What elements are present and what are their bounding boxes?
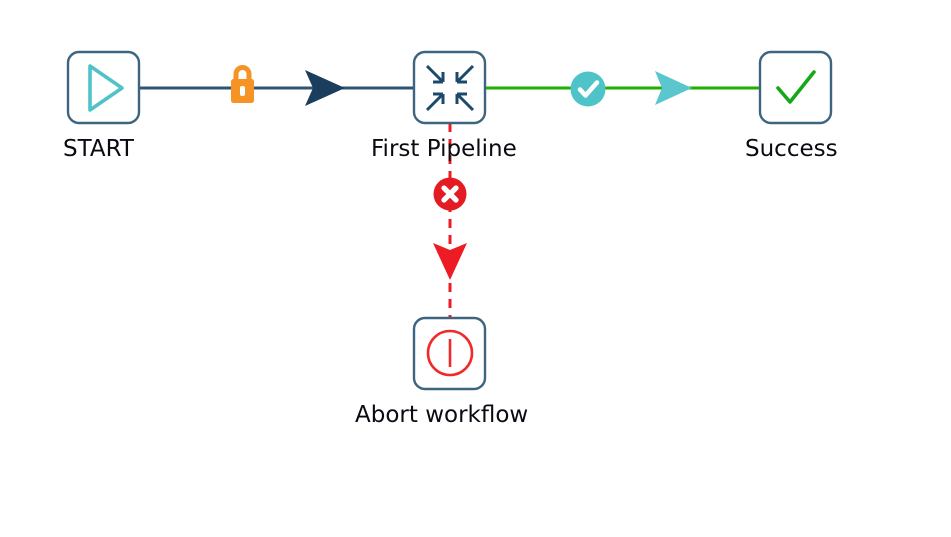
node-first-pipeline[interactable] — [412, 50, 487, 125]
error-circle-x-icon[interactable] — [433, 177, 467, 211]
edge-pipeline-to-success[interactable] — [485, 71, 760, 105]
node-label-first-pipeline: First Pipeline — [371, 136, 517, 162]
node-success-box — [758, 50, 833, 125]
check-glyph — [577, 80, 600, 98]
node-label-abort-workflow: Abort workflow — [355, 402, 529, 428]
edge-start-to-pipeline[interactable] — [139, 70, 414, 106]
arrow-head-down-icon — [433, 243, 467, 280]
lock-keyhole — [240, 86, 245, 96]
edge-pipeline-to-abort[interactable] — [433, 123, 467, 318]
play-triangle-icon — [88, 64, 124, 112]
compress-arrows-icon — [425, 64, 475, 112]
arrow-head-right-icon — [305, 70, 345, 106]
check-mark-icon — [776, 70, 816, 104]
check-circle-icon[interactable] — [570, 71, 606, 107]
node-label-success: Success — [745, 136, 838, 162]
lock-icon[interactable] — [231, 65, 254, 104]
node-start[interactable] — [66, 50, 141, 125]
node-start-box — [66, 50, 141, 125]
node-abort-workflow[interactable] — [412, 316, 487, 391]
node-success[interactable] — [758, 50, 833, 125]
check-circle-bg — [570, 71, 606, 107]
arrow-head-right-icon — [655, 71, 692, 105]
stop-power-circle-icon — [426, 329, 474, 377]
node-first-pipeline-box — [412, 50, 487, 125]
x-glyph — [441, 185, 459, 203]
lock-shackle — [233, 65, 252, 80]
node-label-start: START — [63, 136, 134, 162]
